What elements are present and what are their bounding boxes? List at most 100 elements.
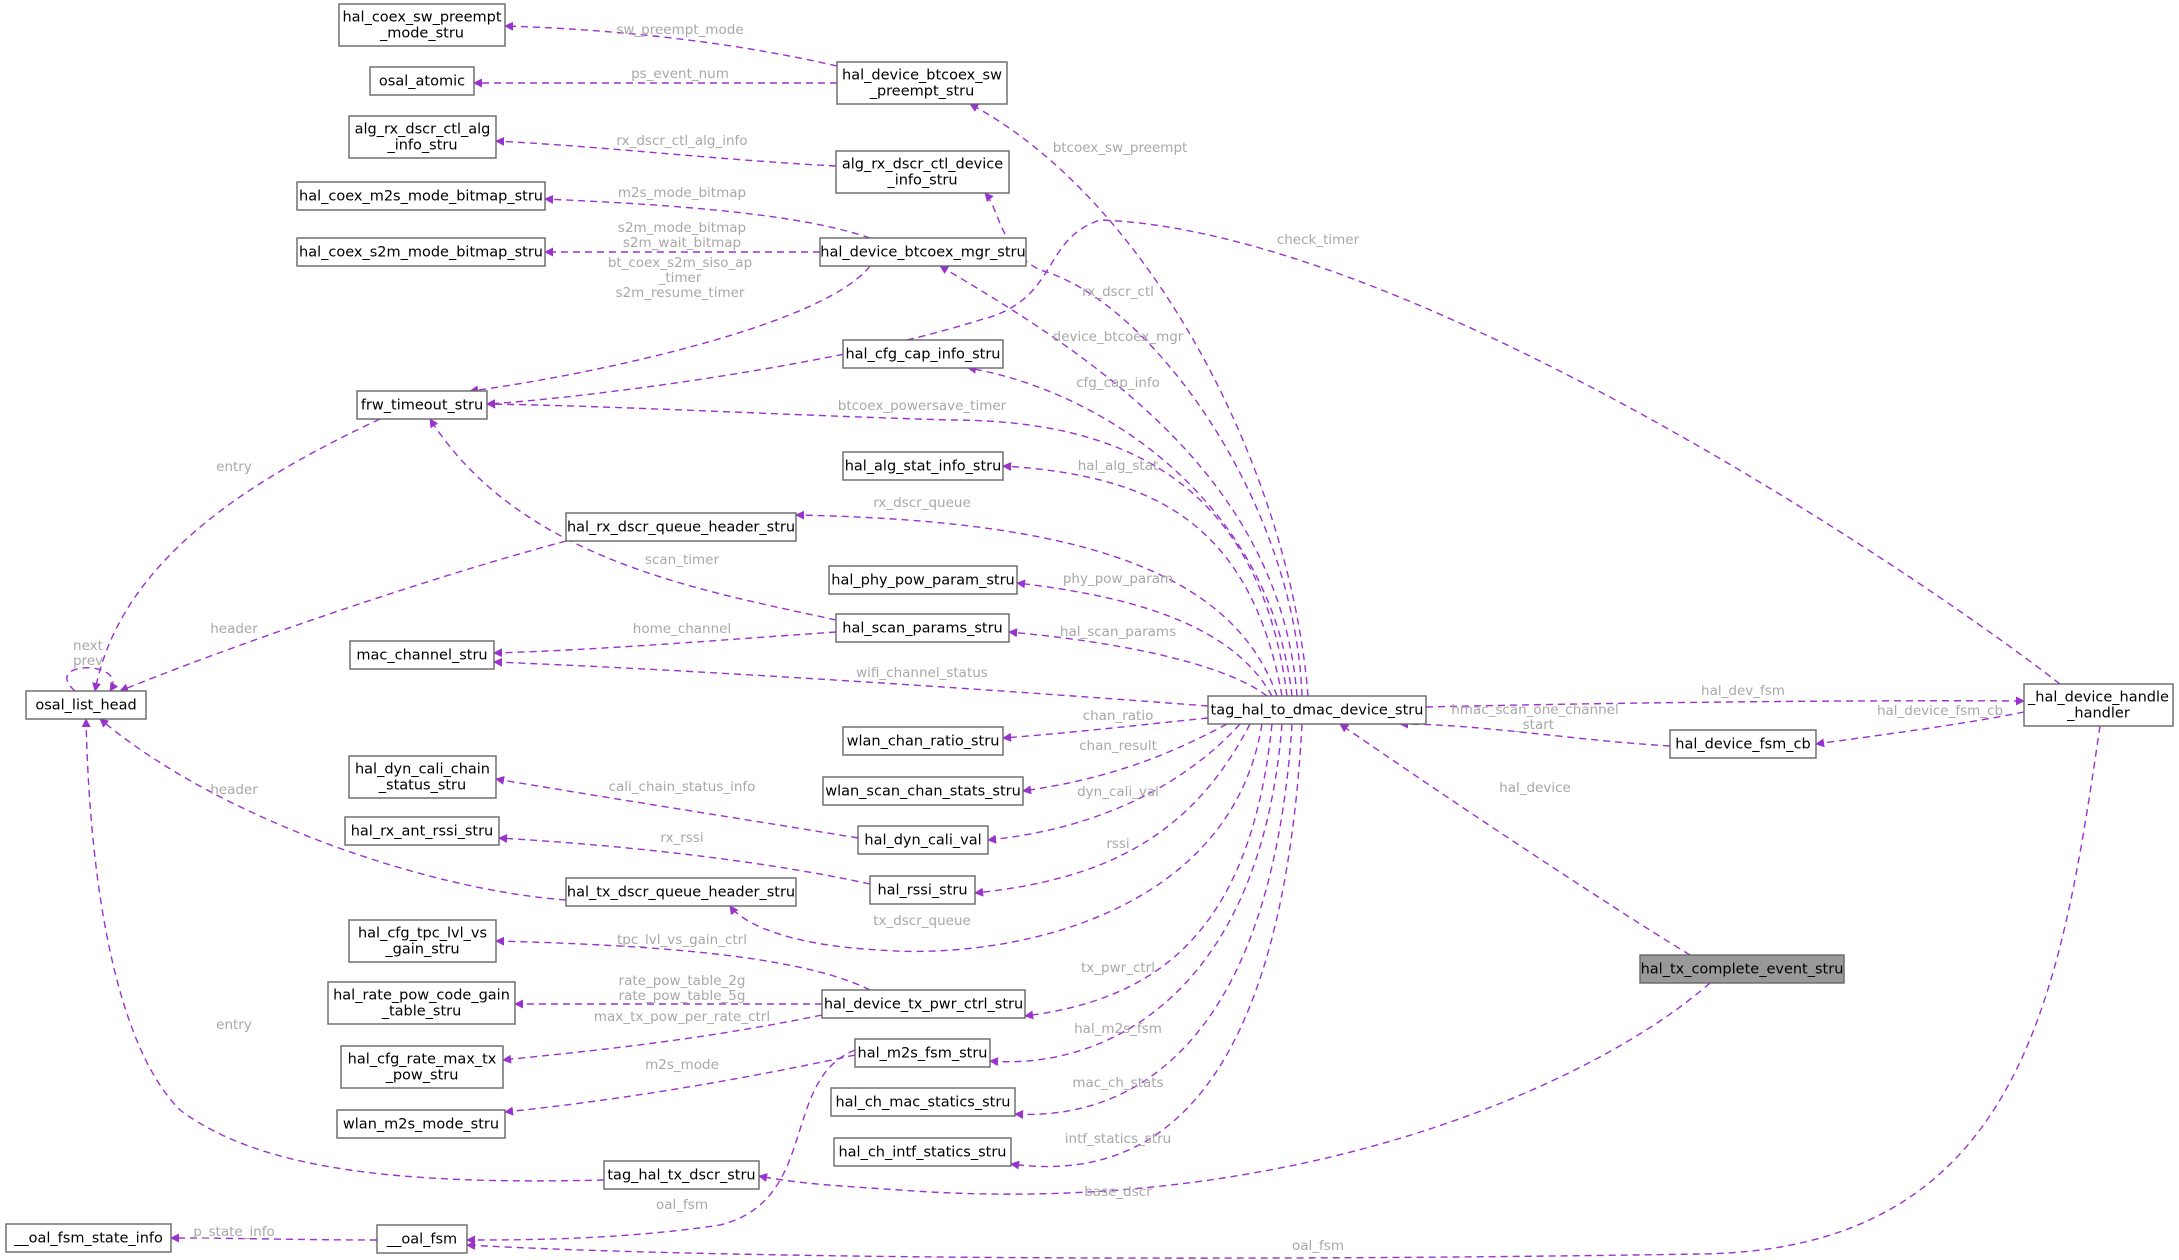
node-dyn-cali-chain[interactable]: hal_dyn_cali_chain_status_stru bbox=[348, 755, 497, 799]
node-tpc-lvl[interactable]: hal_cfg_tpc_lvl_vs_gain_stru bbox=[348, 919, 497, 963]
node-label: hal_device_fsm_cb bbox=[1675, 737, 1810, 753]
node-label: hal_cfg_rate_max_tx bbox=[348, 1052, 497, 1068]
edge-label-btcoex-timers: s2m_resume_timer bbox=[616, 285, 745, 301]
edge-tx-pwr-ctrl bbox=[1024, 723, 1273, 1020]
edge-label-btcoex-timers: _timer bbox=[658, 270, 702, 286]
node-coex-preempt[interactable]: hal_coex_sw_preempt_mode_stru bbox=[338, 3, 506, 47]
node-scan-chan-stats[interactable]: wlan_scan_chan_stats_stru bbox=[822, 776, 1024, 806]
node-phy-pow[interactable]: hal_phy_pow_param_stru bbox=[828, 565, 1018, 595]
node-label: _mode_stru bbox=[379, 26, 464, 42]
node-label: hal_coex_m2s_mode_bitmap_stru bbox=[299, 189, 543, 205]
node-box bbox=[842, 451, 1004, 481]
edges bbox=[66, 21, 2101, 1259]
edge-hal-device bbox=[1339, 723, 1691, 956]
edge-label-mac-ch-stats: mac_ch_stats bbox=[1072, 1075, 1163, 1091]
node-box bbox=[869, 875, 976, 905]
edge-label-hal-m2s-fsm: hal_m2s_fsm bbox=[1074, 1021, 1162, 1037]
edge-oal-fsm-handler bbox=[466, 725, 2101, 1259]
node-dmac-device[interactable]: tag_hal_to_dmac_device_stru bbox=[1207, 695, 1427, 725]
edge-label-hmac-scan: _start bbox=[1515, 717, 1554, 733]
edge-device-btcoex-mgr bbox=[939, 265, 1298, 697]
node-box bbox=[819, 237, 1027, 267]
edge-label-oal-fsm-m2s: oal_fsm bbox=[656, 1197, 708, 1213]
node-box bbox=[1207, 695, 1427, 725]
node-m2s-bitmap[interactable]: hal_coex_m2s_mode_bitmap_stru bbox=[296, 181, 546, 211]
node-rssi[interactable]: hal_rssi_stru bbox=[869, 875, 976, 905]
node-tx-complete[interactable]: hal_tx_complete_event_stru bbox=[1639, 954, 1845, 984]
node-alg-rx-info[interactable]: alg_rx_dscr_ctl_alg_info_stru bbox=[348, 115, 497, 159]
edge-label-hal-scan-params: hal_scan_params bbox=[1060, 624, 1176, 640]
node-label: tag_hal_tx_dscr_stru bbox=[607, 1168, 755, 1184]
node-wlan-m2s-mode[interactable]: wlan_m2s_mode_stru bbox=[336, 1109, 506, 1139]
node-tx-dscr[interactable]: tag_hal_tx_dscr_stru bbox=[603, 1160, 760, 1190]
node-rate-max-tx[interactable]: hal_cfg_rate_max_tx_pow_stru bbox=[340, 1045, 504, 1089]
node-label: hal_device_tx_pwr_ctrl_stru bbox=[824, 997, 1023, 1013]
node-alg-rx-device[interactable]: alg_rx_dscr_ctl_device_info_stru bbox=[835, 150, 1010, 194]
node-label: alg_rx_dscr_ctl_device bbox=[842, 157, 1003, 173]
node-dyn-cali-val[interactable]: hal_dyn_cali_val bbox=[857, 825, 989, 855]
edge-label-s2m-bitmaps: s2m_mode_bitmap bbox=[618, 220, 746, 236]
edge-rx-dscr-ctl bbox=[984, 192, 1303, 697]
node-box bbox=[338, 3, 506, 47]
edge-rx-rssi bbox=[498, 833, 871, 885]
node-box bbox=[349, 640, 495, 670]
node-s2m-bitmap[interactable]: hal_coex_s2m_mode_bitmap_stru bbox=[296, 237, 546, 267]
node-rx-queue[interactable]: hal_rx_dscr_queue_header_stru bbox=[565, 512, 797, 542]
node-label: _hal_device_handle bbox=[2027, 690, 2169, 706]
node-label: _preempt_stru bbox=[869, 84, 975, 100]
node-box bbox=[836, 61, 1008, 105]
edge-cfg-cap-info bbox=[967, 364, 1293, 697]
node-alg-stat[interactable]: hal_alg_stat_info_stru bbox=[842, 451, 1004, 481]
node-btcoex-sw[interactable]: hal_device_btcoex_sw_preempt_stru bbox=[836, 61, 1008, 105]
edge-label-m2s-mode: m2s_mode bbox=[645, 1057, 719, 1073]
edge-label-base-dscr: base_dscr bbox=[1084, 1184, 1152, 1200]
edge-labels: sw_preempt_modeps_event_numrx_dscr_ctl_a… bbox=[73, 22, 2003, 1254]
edge-label-header-tx: header bbox=[210, 782, 258, 798]
node-box bbox=[565, 512, 797, 542]
node-oal-fsm[interactable]: __oal_fsm bbox=[376, 1224, 468, 1254]
node-m2s-fsm[interactable]: hal_m2s_fsm_stru bbox=[854, 1038, 991, 1068]
node-tx-queue[interactable]: hal_tx_dscr_queue_header_stru bbox=[565, 877, 797, 907]
edge-chan-result bbox=[1022, 723, 1228, 795]
node-label: _table_stru bbox=[381, 1004, 462, 1020]
edge-label-m2s-mode-bitmap: m2s_mode_bitmap bbox=[618, 185, 746, 201]
node-rx-ant-rssi[interactable]: hal_rx_ant_rssi_stru bbox=[344, 816, 500, 846]
edge-sw-preempt-mode bbox=[504, 21, 838, 67]
node-chan-ratio[interactable]: wlan_chan_ratio_stru bbox=[842, 726, 1004, 756]
node-box bbox=[603, 1160, 760, 1190]
node-cfg-cap[interactable]: hal_cfg_cap_info_stru bbox=[842, 339, 1004, 369]
node-osal-list-head[interactable]: osal_list_head bbox=[25, 690, 147, 720]
edge-intf-statics-stru bbox=[1010, 723, 1303, 1170]
node-fsm-cb[interactable]: hal_device_fsm_cb bbox=[1669, 729, 1817, 759]
edge-next-prev bbox=[66, 667, 119, 692]
node-box bbox=[842, 339, 1004, 369]
node-box bbox=[565, 877, 797, 907]
node-btcoex-mgr[interactable]: hal_device_btcoex_mgr_stru bbox=[819, 237, 1027, 267]
edge-label-cfg-cap-info: cfg_cap_info bbox=[1076, 375, 1160, 391]
node-rate-pow-code[interactable]: hal_rate_pow_code_gain_table_stru bbox=[327, 981, 516, 1025]
edge-label-rate-pow-tables: rate_pow_table_5g bbox=[619, 988, 746, 1004]
node-tx-pwr-ctrl[interactable]: hal_device_tx_pwr_ctrl_stru bbox=[821, 989, 1026, 1019]
edge-hmac-scan bbox=[1399, 719, 1671, 747]
node-scan-params[interactable]: hal_scan_params_stru bbox=[835, 613, 1010, 643]
edge-label-rx-dscr-queue: rx_dscr_queue bbox=[873, 495, 971, 511]
edge-header-rx bbox=[119, 540, 567, 693]
edge-mac-ch-stats bbox=[1014, 723, 1293, 1119]
node-box bbox=[348, 919, 497, 963]
node-oal-fsm-state[interactable]: __oal_fsm_state_info bbox=[5, 1223, 172, 1253]
edge-label-tx-pwr-ctrl: tx_pwr_ctrl bbox=[1081, 960, 1155, 976]
node-mac-statics[interactable]: hal_ch_mac_statics_stru bbox=[830, 1087, 1016, 1117]
node-osal-atomic[interactable]: osal_atomic bbox=[369, 66, 475, 96]
edge-home-channel bbox=[493, 631, 837, 658]
edge-base-dscr bbox=[758, 982, 1711, 1195]
node-label: hal_tx_complete_event_stru bbox=[1641, 962, 1844, 978]
edge-cali-chain-status-info bbox=[495, 775, 859, 839]
node-frw-timeout[interactable]: frw_timeout_stru bbox=[356, 390, 488, 420]
edge-label-cali-chain-status-info: cali_chain_status_info bbox=[609, 779, 756, 795]
node-mac-channel[interactable]: mac_channel_stru bbox=[349, 640, 495, 670]
edge-hal-dev-fsm bbox=[1425, 696, 2025, 708]
edge-label-scan-timer: scan_timer bbox=[645, 552, 720, 568]
edge-label-s2m-bitmaps: s2m_wait_bitmap bbox=[623, 235, 741, 251]
node-handle-handler[interactable]: _hal_device_handle_handler bbox=[2023, 683, 2174, 727]
node-intf-statics[interactable]: hal_ch_intf_statics_stru bbox=[833, 1137, 1012, 1167]
